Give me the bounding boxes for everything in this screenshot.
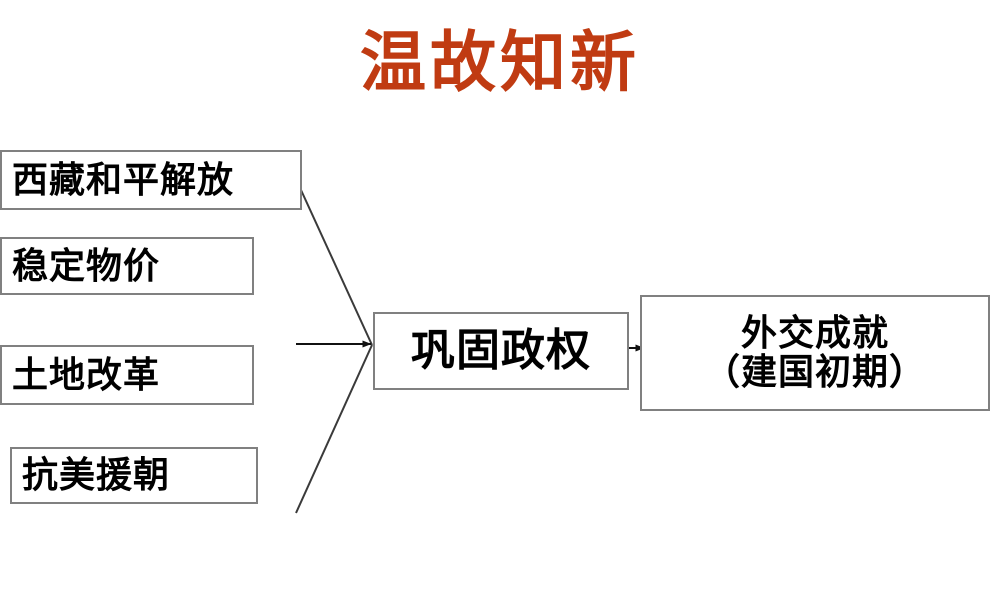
node-stabilize-prices[interactable]: 稳定物价 [0, 237, 254, 295]
node-tibet-peaceful-liberation[interactable]: 西藏和平解放 [0, 150, 302, 210]
page-title: 温故知新 [360, 23, 640, 101]
node-land-reform[interactable]: 土地改革 [0, 345, 254, 405]
node-label: 抗美援朝 [22, 454, 171, 497]
node-label-line2: （建国初期） [703, 351, 926, 393]
node-label: 土地改革 [12, 353, 161, 396]
node-diplomatic-achievements[interactable]: 外交成就 （建国初期） [640, 295, 990, 411]
node-resist-america-aid-korea[interactable]: 抗美援朝 [10, 447, 258, 504]
connector-diagonal-bottom [295, 344, 373, 514]
node-label: 稳定物价 [12, 244, 161, 287]
node-label-line1: 外交成就 [740, 312, 889, 355]
connector-diagonal-top [300, 189, 373, 346]
node-consolidate-power[interactable]: 巩固政权 [373, 312, 629, 390]
node-label: 西藏和平解放 [12, 158, 235, 201]
node-label: 巩固政权 [411, 325, 591, 377]
